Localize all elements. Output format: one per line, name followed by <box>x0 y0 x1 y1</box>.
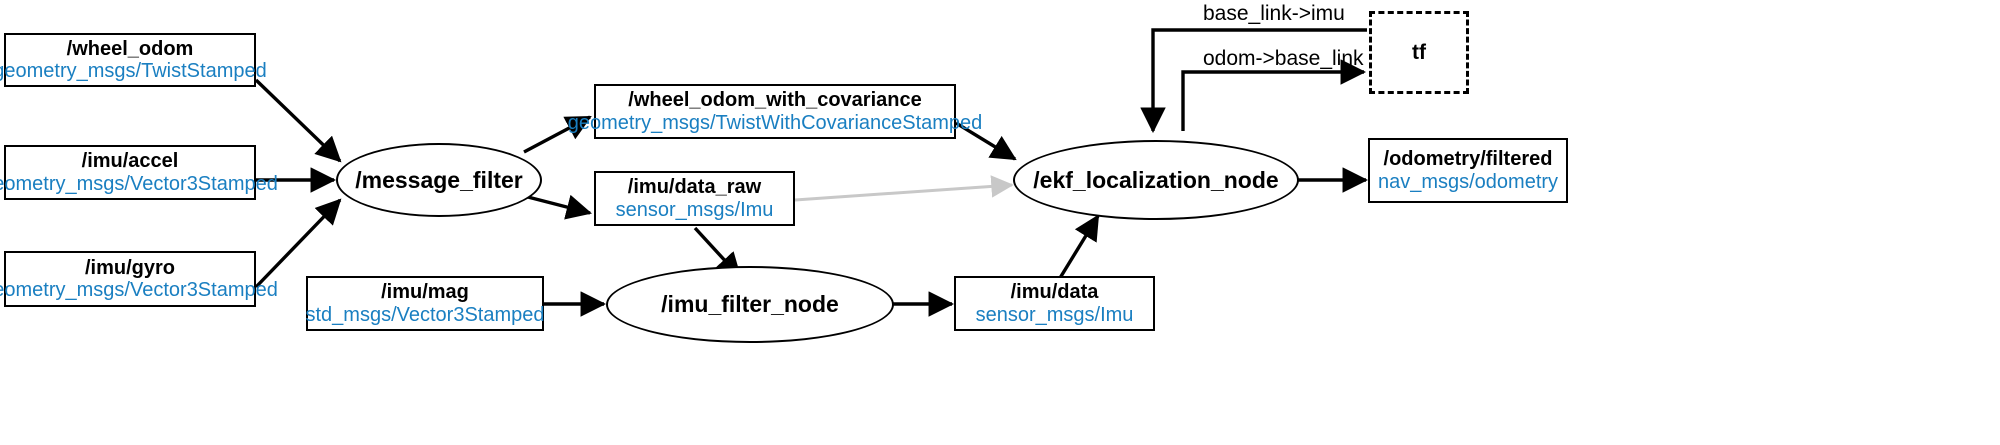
edge-message-filter-to-imu-data-raw <box>523 194 592 220</box>
edge-imu-data-to-ekf <box>1058 214 1100 279</box>
node-message-filter[interactable]: /message_filter <box>336 143 542 217</box>
topic-type: geometry_msgs/Vector3Stamped <box>0 279 278 301</box>
topic-name: /imu/accel <box>81 150 179 173</box>
tf-label: tf <box>1412 40 1426 64</box>
topic-name: /odometry/filtered <box>1383 148 1553 171</box>
topic-box-wheel-odom[interactable]: /wheel_odom geometry_msgs/TwistStamped <box>0 33 267 87</box>
topic-box-imu-gyro[interactable]: /imu/gyro geometry_msgs/Vector3Stamped <box>0 251 278 307</box>
topic-box-imu-data-raw[interactable]: /imu/data_raw sensor_msgs/Imu <box>594 171 795 226</box>
edge-tf-base-link-to-imu <box>1140 28 1367 134</box>
topic-type: geometry_msgs/Vector3Stamped <box>0 172 278 195</box>
tf-box[interactable]: tf <box>1369 11 1469 94</box>
topic-type: std_msgs/Vector3Stamped <box>305 303 545 326</box>
node-label: /message_filter <box>355 166 523 193</box>
edge-wheel-odom-to-message-filter <box>254 78 342 163</box>
topic-name: /imu/mag <box>381 281 469 304</box>
edge-label-odom-to-base-link: odom->base_link <box>1203 47 1364 70</box>
topic-box-imu-data[interactable]: /imu/data sensor_msgs/Imu <box>954 276 1155 331</box>
topic-type: nav_msgs/odometry <box>1377 170 1559 193</box>
topic-type: geometry_msgs/TwistWithCovarianceStamped <box>567 111 983 134</box>
edge-imu-gyro-to-message-filter <box>254 198 342 289</box>
edge-tf-odom-to-base-link <box>1181 59 1367 131</box>
topic-name: /wheel_odom <box>66 37 194 60</box>
node-label: /ekf_localization_node <box>1033 166 1279 193</box>
topic-type: sensor_msgs/Imu <box>975 303 1134 326</box>
node-imu-filter-node[interactable]: /imu_filter_node <box>606 266 894 343</box>
topic-box-imu-mag[interactable]: /imu/mag std_msgs/Vector3Stamped <box>305 276 545 331</box>
topic-box-odometry-filtered[interactable]: /odometry/filtered nav_msgs/odometry <box>1368 138 1568 203</box>
node-ekf-localization-node[interactable]: /ekf_localization_node <box>1013 140 1299 220</box>
edge-imu-data-raw-to-ekf-inactive <box>794 175 1014 202</box>
topic-type: sensor_msgs/Imu <box>615 198 774 221</box>
node-label: /imu_filter_node <box>661 291 839 317</box>
edge-label-base-link-to-imu: base_link->imu <box>1203 2 1345 25</box>
topic-box-wheel-odom-with-covariance[interactable]: /wheel_odom_with_covariance geometry_msg… <box>568 84 982 139</box>
topic-name: /imu/data_raw <box>627 176 762 199</box>
topic-name: /wheel_odom_with_covariance <box>628 89 922 112</box>
topic-name: /imu/data <box>1010 281 1099 304</box>
topic-type: geometry_msgs/TwistStamped <box>0 60 267 82</box>
topic-box-imu-accel[interactable]: /imu/accel geometry_msgs/Vector3Stamped <box>0 145 278 200</box>
topic-name: /imu/gyro <box>84 256 175 279</box>
